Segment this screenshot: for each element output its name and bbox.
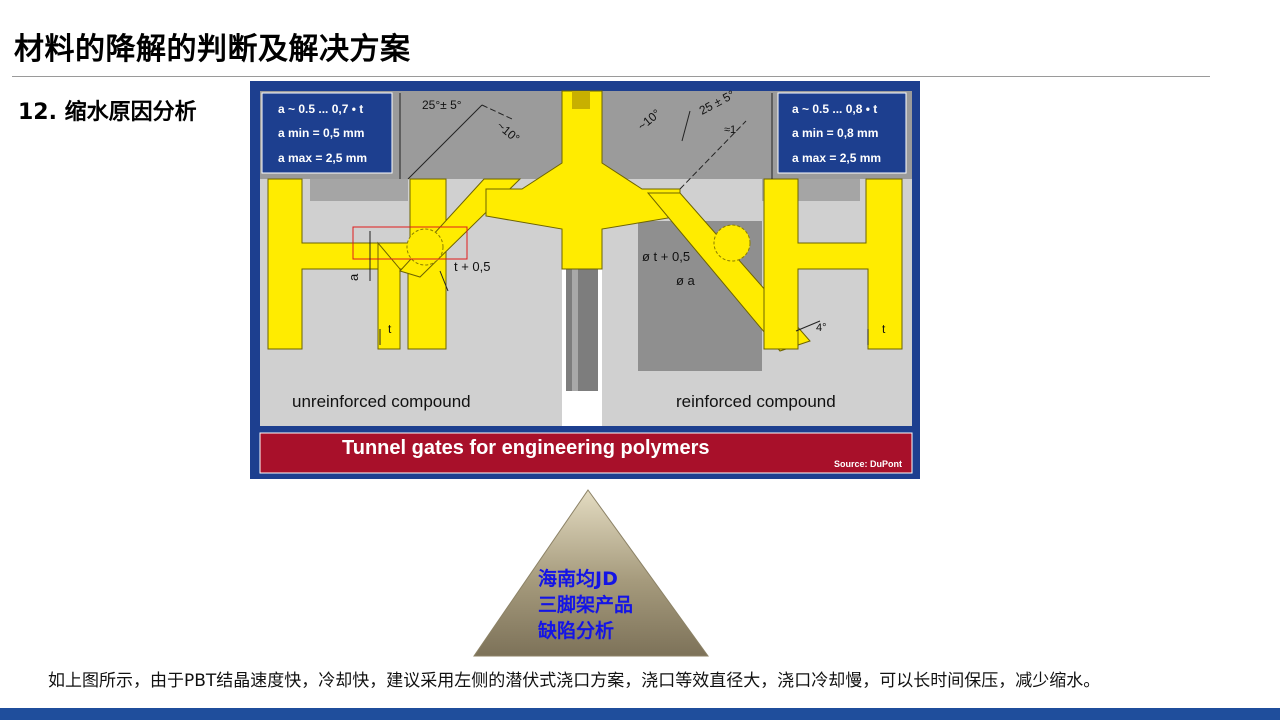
right-part bbox=[763, 178, 903, 350]
title-banner bbox=[259, 432, 913, 474]
angle-4-label: 4° bbox=[816, 322, 827, 334]
analysis-triangle bbox=[472, 488, 712, 660]
unreinforced-label: unreinforced compound bbox=[292, 392, 471, 411]
title-divider bbox=[12, 76, 1210, 77]
right-a-label: ø a bbox=[676, 273, 696, 288]
right-info-line-1: a ~ 0.5 ... 0,8 • t bbox=[792, 102, 877, 116]
t-left-label: t bbox=[388, 322, 392, 336]
approx-one-label: ≈1 bbox=[724, 124, 736, 136]
left-info-line-1: a ~ 0.5 ... 0,7 • t bbox=[278, 102, 363, 116]
left-t-plus-label: t + 0,5 bbox=[454, 259, 491, 274]
gate-highlight-box bbox=[352, 226, 468, 260]
reinforced-label: reinforced compound bbox=[676, 392, 836, 411]
t-right-label: t bbox=[882, 322, 886, 336]
ejector-pin bbox=[566, 261, 598, 391]
triangle-label: 海南均JD 三脚架产品 缺陷分析 bbox=[538, 566, 633, 644]
page-title: 材料的降解的判断及解决方案 bbox=[14, 32, 411, 67]
right-t-plus-label: ø t + 0,5 bbox=[642, 249, 690, 264]
triangle-line-1: 海南均JD bbox=[538, 568, 618, 590]
left-gate-circle bbox=[406, 228, 444, 266]
banner-text: Tunnel gates for engineering polymers bbox=[342, 437, 709, 459]
triangle-line-3: 缺陷分析 bbox=[538, 620, 615, 642]
left-info-line-3: a max = 2,5 mm bbox=[278, 151, 367, 165]
tunnel-gate-diagram: a ~ 0.5 ... 0,7 • t a min = 0,5 mm a max… bbox=[250, 81, 920, 479]
section-heading: 12. 缩水原因分析 bbox=[18, 100, 197, 125]
triangle-line-2: 三脚架产品 bbox=[538, 594, 634, 616]
right-gate-circle bbox=[713, 224, 751, 262]
right-info-line-2: a min = 0,8 mm bbox=[792, 126, 878, 140]
conclusion-caption: 如上图所示，由于PBT结晶速度快，冷却快，建议采用左侧的潜伏式浇口方案，浇口等效… bbox=[48, 671, 1101, 691]
left-part bbox=[267, 178, 447, 350]
right-info-line-3: a max = 2,5 mm bbox=[792, 151, 881, 165]
source-text: Source: DuPont bbox=[834, 459, 902, 469]
right-info-box bbox=[777, 92, 907, 174]
center-sprue bbox=[485, 90, 681, 270]
left-info-box bbox=[261, 92, 393, 174]
footer-bar bbox=[0, 708, 1280, 720]
triangle-shape bbox=[473, 489, 709, 657]
angle-left-1: 25°± 5° bbox=[422, 98, 462, 112]
a-dimension-label: a bbox=[346, 273, 361, 281]
left-info-line-2: a min = 0,5 mm bbox=[278, 126, 364, 140]
